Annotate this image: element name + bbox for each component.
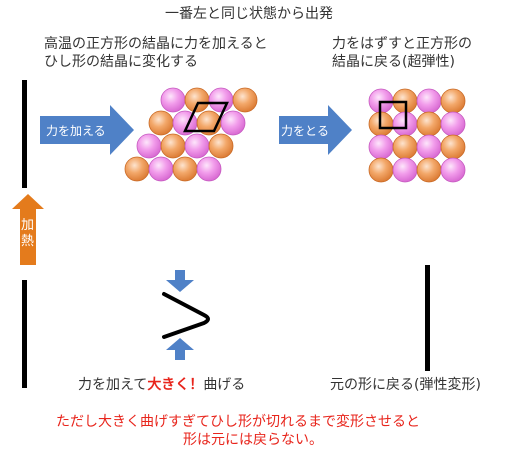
page-title: 一番左と同じ状態から出発	[165, 6, 333, 22]
restore-caption: 元の形に戻る(弾性変形)	[330, 377, 481, 393]
pink-atom	[220, 110, 246, 136]
heat-arrow	[12, 194, 44, 265]
remove-force-label: 力をとる	[281, 124, 330, 138]
up-press-arrow	[166, 338, 194, 360]
bend-caption-before: 力を加えて	[78, 377, 148, 393]
heat-label: 加熱	[21, 218, 35, 250]
orange-atom	[208, 133, 234, 159]
orange-atom	[368, 157, 394, 183]
rhombus-lattice	[124, 87, 258, 182]
step2-description-line1: 力をはずすと正方形の	[332, 36, 472, 52]
bend-caption-after: 曲げる	[203, 377, 246, 393]
orange-atom	[416, 157, 442, 183]
pink-atom	[184, 133, 210, 159]
step1-description-line2: ひし形の結晶に変化する	[44, 54, 198, 70]
warning-line2: 形は元には戻らない。	[183, 432, 323, 448]
orange-atom	[172, 156, 198, 182]
orange-atom	[148, 110, 174, 136]
pink-atom	[208, 87, 234, 113]
pink-atom	[148, 156, 174, 182]
orange-atom	[416, 111, 442, 137]
bend-caption-emphasis: 大きく！	[147, 377, 204, 393]
step1-description-line1: 高温の正方形の結晶に力を加えると	[44, 36, 268, 52]
step2-description-line2: 結晶に戻る(超弾性)	[332, 54, 455, 70]
pink-atom	[440, 111, 466, 137]
pink-atom	[440, 157, 466, 183]
down-press-arrow	[166, 270, 194, 292]
straight-wire-top	[22, 80, 27, 188]
apply-force-label: 力を加える	[46, 124, 106, 138]
pink-atom	[416, 88, 442, 114]
pink-atom	[392, 157, 418, 183]
orange-atom	[440, 134, 466, 160]
warning-line1: ただし大きく曲げすぎてひし形が切れるまで変形させると	[56, 414, 420, 430]
orange-atom	[124, 156, 150, 182]
restored-wire	[425, 265, 430, 371]
bend-caption: 力を加えて大きく！曲げる	[78, 376, 245, 394]
heat-label-text: 加熱	[21, 218, 35, 249]
straight-wire-bottom	[22, 280, 27, 388]
bent-wire	[162, 292, 210, 339]
orange-atom	[392, 134, 418, 160]
orange-atom	[160, 133, 186, 159]
square-unit-cell	[378, 100, 408, 130]
pink-atom	[368, 134, 394, 160]
square-lattice	[368, 88, 466, 183]
remove-force-arrow	[279, 105, 352, 155]
pink-atom	[136, 133, 162, 159]
orange-atom	[184, 87, 210, 113]
pink-atom	[416, 134, 442, 160]
orange-atom	[440, 88, 466, 114]
pink-atom	[196, 156, 222, 182]
pink-atom	[160, 87, 186, 113]
rhombus-unit-cell	[183, 101, 229, 133]
orange-atom	[232, 87, 258, 113]
apply-force-arrow	[40, 105, 134, 155]
